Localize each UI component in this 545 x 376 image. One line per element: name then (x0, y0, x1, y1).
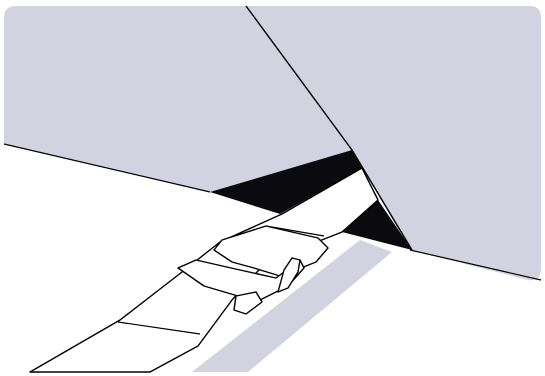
strap-diagram (0, 0, 545, 376)
illustration-canvas (0, 0, 545, 376)
